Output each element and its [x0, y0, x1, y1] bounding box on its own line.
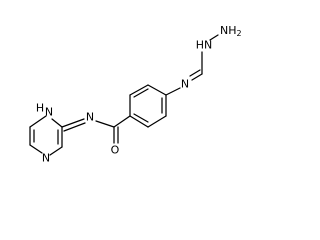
atom-label-nh2-subscript: 2 — [237, 29, 242, 38]
bond — [147, 84, 167, 96]
atom-labels: H N N N O N HN NH2 — [36, 24, 242, 165]
atom-label-nh2: NH2 — [220, 24, 242, 38]
bond — [49, 146, 63, 156]
atom-label-imine-n: N — [181, 78, 189, 91]
atom-label-ring-nh: N — [45, 106, 53, 119]
atom-label-hydrazine-nh: HN — [196, 39, 213, 52]
bond — [133, 88, 149, 98]
bond — [133, 113, 149, 123]
bond — [61, 118, 85, 128]
atom-label-ring-h: H — [36, 102, 44, 115]
atom-label-ring-n: N — [42, 152, 50, 165]
bond — [113, 115, 131, 128]
bond — [129, 84, 149, 96]
bond — [129, 115, 149, 128]
bond — [63, 122, 86, 132]
bond — [147, 115, 167, 128]
bond — [191, 73, 203, 81]
atom-label-amide-n: N — [86, 111, 94, 124]
atom-label-nh2-main: NH — [220, 24, 237, 37]
bond — [95, 120, 115, 128]
bond — [29, 115, 47, 128]
bond — [29, 144, 43, 154]
chemical-structure: H N N N O N HN NH2 — [29, 24, 242, 165]
bond — [209, 34, 219, 41]
bonds — [29, 34, 219, 156]
bond — [189, 69, 201, 77]
atom-label-carbonyl-o: O — [111, 144, 120, 157]
bond — [165, 87, 181, 96]
bond — [51, 118, 63, 128]
